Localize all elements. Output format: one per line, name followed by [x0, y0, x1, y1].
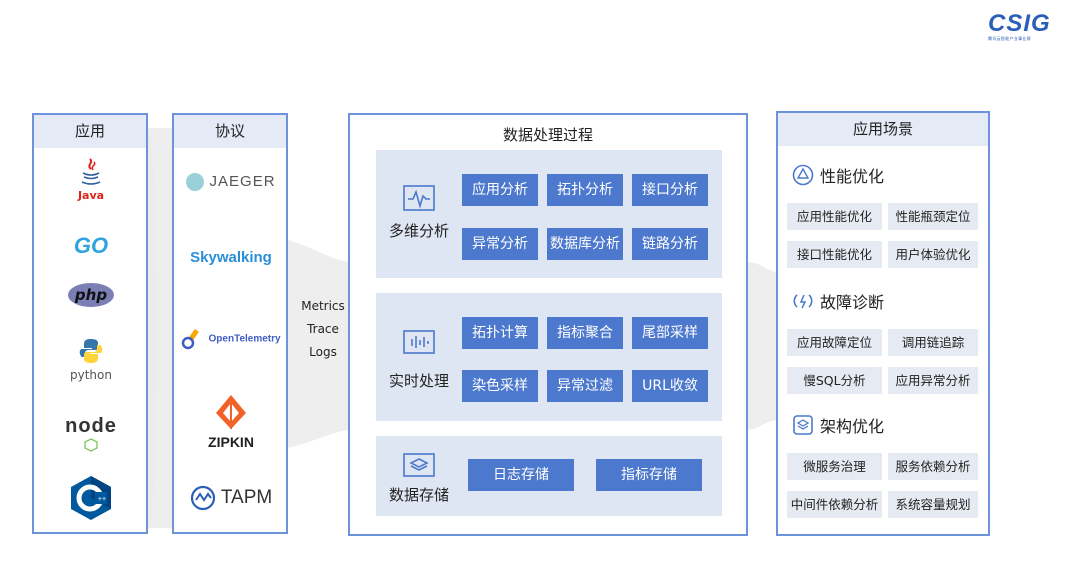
scene-trace-tracking: 调用链追踪: [888, 329, 978, 356]
logo-subtext: 腾讯云智能产业事业群: [988, 36, 1031, 41]
protocols-column: 协议 JAEGER Skywalking OpenTelemetry ZIPKI…: [172, 113, 288, 534]
signal-logs: Logs: [309, 345, 337, 359]
chip-exception-analysis: 异常分析: [462, 228, 538, 260]
zipkin-label: ZIPKIN: [208, 434, 254, 450]
chip-url-convergence: URL收敛: [632, 370, 708, 402]
zipkin-icon: [216, 395, 246, 429]
chip-log-storage: 日志存储: [468, 459, 574, 491]
diagnosis-icon: [793, 294, 813, 309]
nodejs-hex-icon: [84, 438, 98, 452]
signal-trace: Trace: [307, 322, 339, 336]
logo-text: CSIG: [988, 10, 1051, 37]
scene-microservice-governance: 微服务治理: [787, 453, 882, 480]
process-column: 数据处理过程 多维分析 应用分析 拓扑分析 接口分析 异常分析 数据库分析 链路…: [348, 113, 748, 536]
architecture-icon: [793, 415, 813, 435]
svg-text:++: ++: [98, 496, 106, 503]
python-logo: python: [34, 337, 148, 381]
chip-dye-sampling: 染色采样: [462, 370, 538, 402]
cpp-logo: ++: [34, 475, 148, 525]
chip-database-analysis: 数据库分析: [547, 228, 623, 260]
chip-metric-storage: 指标存储: [596, 459, 702, 491]
jaeger-icon: [186, 172, 205, 191]
chip-topology-compute: 拓扑计算: [462, 317, 538, 349]
chip-exception-filter: 异常过滤: [547, 370, 623, 402]
scene-middleware-dependency: 中间件依赖分析: [787, 491, 882, 518]
storage-label: 数据存储: [388, 486, 449, 504]
node-label: node: [65, 415, 117, 437]
python-icon: [79, 339, 103, 363]
go-logo: GO: [34, 233, 148, 259]
opentelemetry-icon: [182, 328, 200, 350]
apps-title: 应用: [34, 115, 146, 148]
group-architecture-title: 架构优化: [820, 417, 885, 436]
realtime-label: 实时处理: [388, 372, 449, 390]
cpp-icon: ++: [71, 476, 111, 520]
jaeger-label: JAEGER: [209, 173, 276, 190]
go-label: GO: [73, 233, 109, 258]
scene-ux-optimize: 用户体验优化: [888, 241, 978, 268]
scene-capacity-planning: 系统容量规划: [888, 491, 978, 518]
layers-icon: [403, 453, 435, 477]
scenes-column: 应用场景 性能优化 应用性能优化 性能瓶颈定位 接口性能优化 用户体验优化 故障…: [776, 111, 990, 536]
chip-topology-analysis: 拓扑分析: [547, 174, 623, 206]
multi-analysis-panel: 多维分析 应用分析 拓扑分析 接口分析 异常分析 数据库分析 链路分析: [376, 150, 722, 278]
scene-app-performance: 应用性能优化: [787, 203, 882, 230]
skywalking-logo: Skywalking: [174, 247, 288, 266]
multi-analysis-label: 多维分析: [388, 222, 449, 240]
jaeger-logo: JAEGER: [174, 171, 288, 191]
waveform-icon: [403, 185, 435, 211]
scene-app-exception: 应用异常分析: [888, 367, 978, 394]
flow-band-process-scenes: [748, 262, 776, 430]
skywalking-label: Skywalking: [190, 249, 272, 266]
zipkin-logo: ZIPKIN: [174, 393, 288, 449]
chip-interface-analysis: 接口分析: [632, 174, 708, 206]
chip-tail-sampling: 尾部采样: [632, 317, 708, 349]
scene-slow-sql: 慢SQL分析: [787, 367, 882, 394]
chip-trace-analysis: 链路分析: [632, 228, 708, 260]
signal-metrics: Metrics: [301, 299, 345, 313]
tapm-icon: [190, 485, 215, 511]
scene-interface-performance: 接口性能优化: [787, 241, 882, 268]
group-performance-title: 性能优化: [820, 167, 885, 186]
process-title: 数据处理过程: [502, 126, 593, 144]
signals-list: Metrics Trace Logs: [300, 295, 346, 364]
python-label: python: [70, 368, 112, 382]
opentelemetry-label: OpenTelemetry: [208, 333, 281, 345]
chip-app-analysis: 应用分析: [462, 174, 538, 206]
csig-logo: CSIG 腾讯云智能产业事业群: [988, 12, 1060, 46]
java-logo: Java: [34, 157, 148, 201]
chip-metric-aggregation: 指标聚合: [547, 317, 623, 349]
apps-column: 应用 Java GO php python node: [32, 113, 148, 534]
java-label: Java: [77, 189, 105, 202]
scene-bottleneck: 性能瓶颈定位: [888, 203, 978, 230]
php-logo: php: [34, 283, 148, 307]
scene-service-dependency: 服务依赖分析: [888, 453, 978, 480]
scenes-title: 应用场景: [778, 113, 988, 146]
storage-panel: 数据存储 日志存储 指标存储: [376, 436, 722, 516]
protocols-title: 协议: [174, 115, 286, 148]
opentelemetry-logo: OpenTelemetry: [174, 328, 288, 350]
group-diagnosis-title: 故障诊断: [820, 293, 885, 312]
java-icon: [81, 158, 101, 185]
php-label: php: [68, 283, 114, 307]
tapm-label: TAPM: [220, 487, 273, 508]
node-logo: node: [34, 415, 148, 456]
performance-icon: [792, 164, 814, 186]
signal-bars-icon: [403, 330, 435, 354]
flow-band-proto-process: [288, 240, 350, 448]
realtime-panel: 实时处理 拓扑计算 指标聚合 尾部采样 染色采样 异常过滤 URL收敛: [376, 293, 722, 421]
scene-fault-locate: 应用故障定位: [787, 329, 882, 356]
tapm-logo: TAPM: [174, 485, 288, 511]
